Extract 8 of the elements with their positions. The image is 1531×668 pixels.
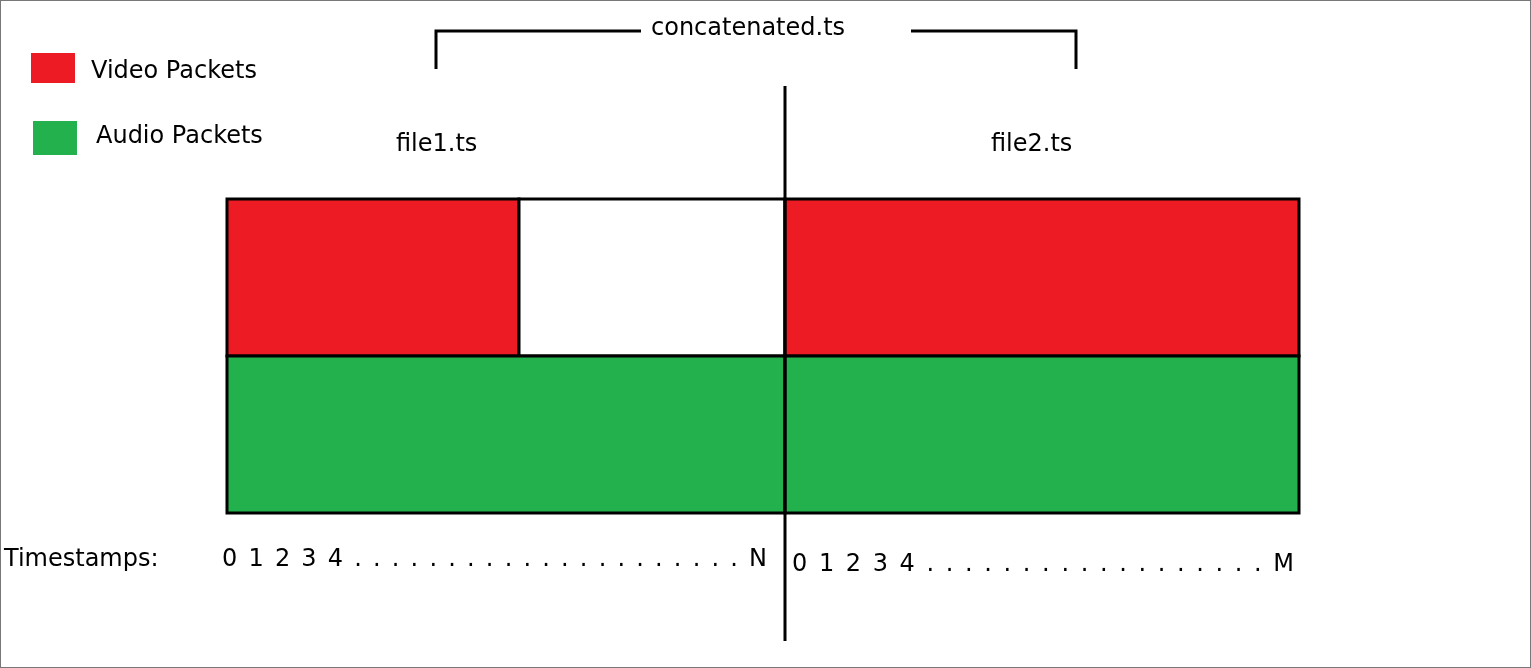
file-name-label: file2.ts [991, 129, 1073, 158]
timestamp-sequence: 0 1 2 3 4 . . . . . . . . . . . . . . . . . . M [792, 549, 1294, 578]
axis-label: Timestamps: [4, 544, 159, 573]
timestamp-sequence: 0 1 2 3 4 . . . . . . . . . . . . . . . . . . . . . N [222, 544, 767, 573]
file-name-label: file1.ts [396, 129, 478, 158]
legend-label: Audio Packets [96, 121, 263, 150]
legend-label: Video Packets [91, 56, 257, 85]
file-name-label: concatenated.ts [651, 13, 846, 42]
